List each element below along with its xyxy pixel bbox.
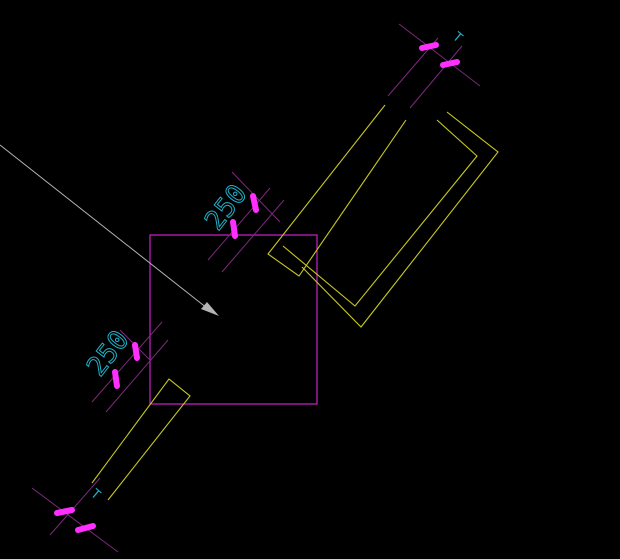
tick-mark <box>54 507 75 516</box>
dimension-label-upper: 250 <box>199 179 253 237</box>
dimension-label-lower: 250 <box>81 325 135 383</box>
tick-mark <box>440 59 460 68</box>
end-marker-upper: T <box>449 30 465 47</box>
arrowhead-icon <box>201 302 219 316</box>
tick-mark <box>230 219 238 239</box>
lower-wall <box>91 378 191 501</box>
tick-mark <box>250 193 259 213</box>
tick-mark <box>75 523 96 533</box>
tick-marks <box>54 42 460 533</box>
tick-mark <box>112 369 120 389</box>
magenta-square <box>149 234 318 405</box>
tick-mark <box>419 42 439 51</box>
leader-arrow <box>0 144 219 316</box>
extension-lines <box>31 23 481 553</box>
upper-wall <box>267 104 499 328</box>
tick-mark <box>132 342 140 361</box>
